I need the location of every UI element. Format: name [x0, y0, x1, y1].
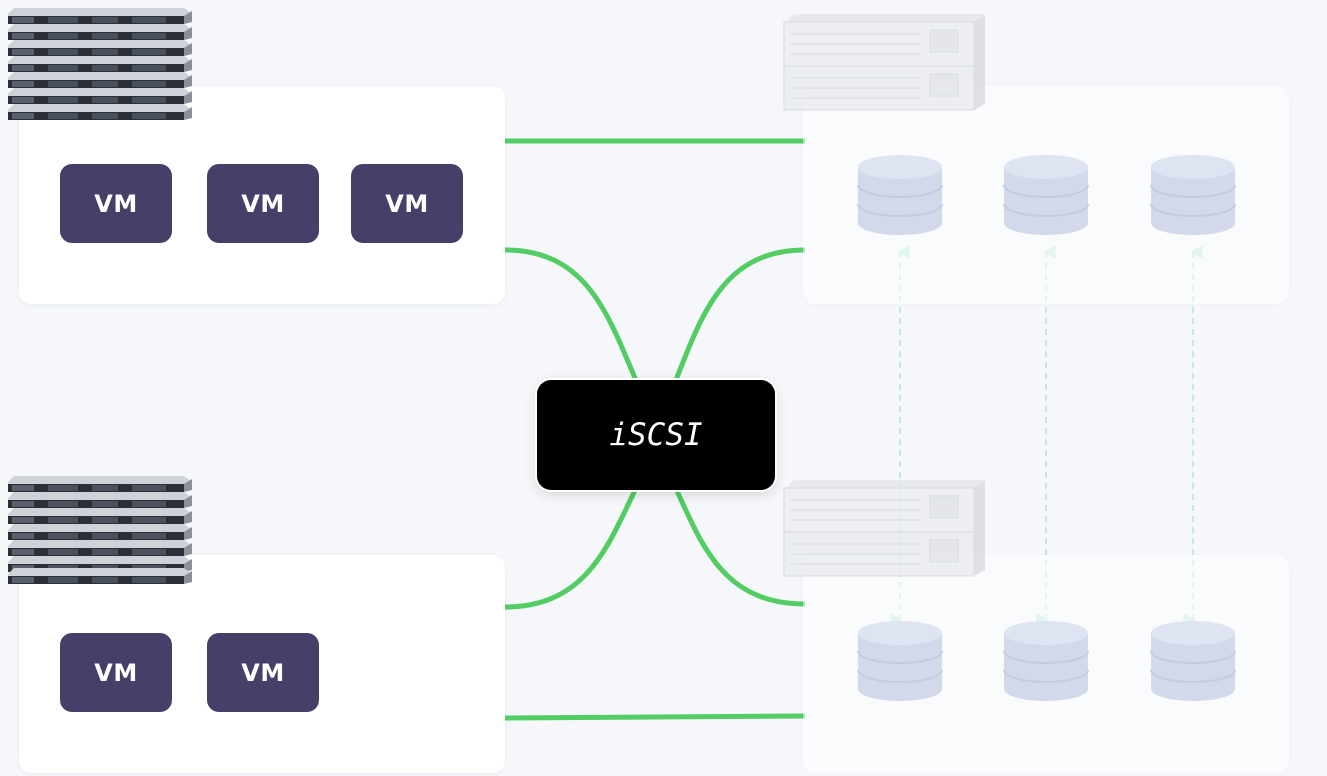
iscsi-link: [669, 478, 806, 607]
iscsi-label: iSCSI: [609, 417, 703, 453]
iscsi-link: [504, 478, 643, 610]
disk-icon: [1150, 620, 1236, 702]
iscsi-link: [669, 247, 806, 391]
vm-box[interactable]: VM: [207, 164, 319, 243]
iscsi-hub[interactable]: iSCSI: [537, 380, 775, 490]
vm-box[interactable]: VM: [60, 633, 172, 712]
storage-server-icon: [783, 479, 986, 577]
iscsi-link: [504, 247, 643, 391]
disk-icon: [857, 620, 943, 702]
vm-box[interactable]: VM: [351, 164, 463, 243]
disk-icon: [1150, 154, 1236, 236]
rack-server-stack-icon: [8, 476, 192, 584]
rack-server-stack-icon: [8, 8, 192, 120]
disk-icon: [1003, 154, 1089, 236]
vm-box[interactable]: VM: [60, 164, 172, 243]
storage-server-icon: [783, 13, 986, 111]
vm-box[interactable]: VM: [207, 633, 319, 712]
disk-icon: [857, 154, 943, 236]
disk-icon: [1003, 620, 1089, 702]
compute-host-card: VM VM VM: [19, 86, 505, 304]
iscsi-link: [504, 713, 806, 721]
compute-host-card: VM VM: [19, 555, 505, 773]
